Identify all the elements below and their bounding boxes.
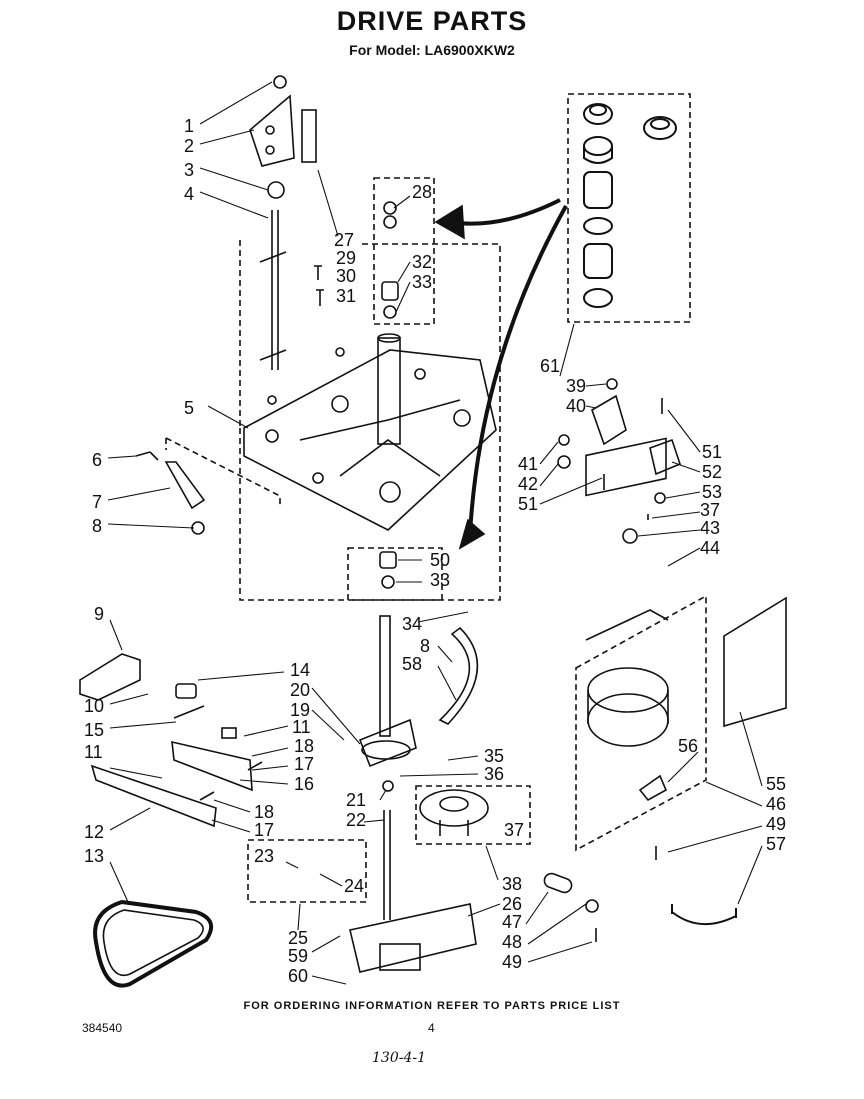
callout-58: 58 <box>402 654 422 674</box>
drive-belt-icon <box>93 899 214 988</box>
pulley-icon <box>419 789 489 836</box>
callout-18b: 18 <box>254 802 274 822</box>
callout-48: 48 <box>502 932 522 952</box>
callout-labels: 1 2 3 4 5 6 7 8 9 10 11 11 12 13 14 15 1… <box>84 116 786 986</box>
arrow-head-lower-icon <box>458 518 486 550</box>
callout-44: 44 <box>700 538 720 558</box>
callout-16: 16 <box>294 774 314 794</box>
callout-33b: 33 <box>430 570 450 590</box>
callout-50: 50 <box>430 550 450 570</box>
callout-27: 27 <box>334 230 354 250</box>
bearing-kit-icon <box>583 103 677 308</box>
callout-22: 22 <box>346 810 366 830</box>
callout-53: 53 <box>702 482 722 502</box>
capacitor-icon <box>543 872 599 913</box>
drive-motor-icon <box>585 437 669 802</box>
handwritten-note: 130-4-1 <box>372 1050 426 1066</box>
callout-18a: 18 <box>294 736 314 756</box>
callout-61: 61 <box>540 356 560 376</box>
callout-23: 23 <box>254 846 274 866</box>
ordering-info-footer: FOR ORDERING INFORMATION REFER TO PARTS … <box>243 1000 621 1012</box>
arm-58-icon <box>438 626 479 725</box>
callout-12: 12 <box>84 822 104 842</box>
page-number: 4 <box>428 1021 435 1035</box>
callout-36: 36 <box>484 764 504 784</box>
motor-clip-icon <box>671 904 737 926</box>
callout-7: 7 <box>92 492 102 512</box>
document-number: 384540 <box>82 1021 123 1035</box>
callout-13: 13 <box>84 846 104 866</box>
motor-cover-panel-icon <box>723 596 787 728</box>
base-plate-icon <box>243 333 497 531</box>
callout-1: 1 <box>184 116 194 136</box>
lower-bushing-icon <box>379 551 397 569</box>
transmission-shaft-icon <box>349 615 477 973</box>
callout-4: 4 <box>184 184 194 204</box>
callout-17b: 17 <box>254 820 274 840</box>
callout-43: 43 <box>700 518 720 538</box>
callout-26: 26 <box>502 894 522 914</box>
callout-32: 32 <box>412 252 432 272</box>
callout-28: 28 <box>412 182 432 202</box>
callout-30: 30 <box>336 266 356 286</box>
callout-56: 56 <box>678 736 698 756</box>
callout-57: 57 <box>766 834 786 854</box>
callout-55: 55 <box>766 774 786 794</box>
callout-20: 20 <box>290 680 310 700</box>
callout-24: 24 <box>344 876 364 896</box>
callout-9: 9 <box>94 604 104 624</box>
callout-21: 21 <box>346 790 366 810</box>
callout-46: 46 <box>766 794 786 814</box>
callout-52: 52 <box>702 462 722 482</box>
callout-31: 31 <box>336 286 356 306</box>
callout-5: 5 <box>184 398 194 418</box>
callout-51a: 51 <box>518 494 538 514</box>
callout-49a: 49 <box>502 952 522 972</box>
actuator-linkage-icon <box>79 653 263 828</box>
callout-37b: 37 <box>700 500 720 520</box>
callout-8b: 8 <box>420 636 430 656</box>
callout-49b: 49 <box>766 814 786 834</box>
model-subtitle: For Model: LA6900XKW2 <box>349 42 515 58</box>
arrow-head-upper-icon <box>434 204 465 240</box>
callout-47: 47 <box>502 912 522 932</box>
callout-2: 2 <box>184 136 194 156</box>
callout-41: 41 <box>518 454 538 474</box>
callout-34: 34 <box>402 614 422 634</box>
leader-lines <box>107 81 763 985</box>
callout-33a: 33 <box>412 272 432 292</box>
callout-51b: 51 <box>702 442 722 462</box>
callout-29: 29 <box>336 248 356 268</box>
callout-17a: 17 <box>294 754 314 774</box>
callout-3: 3 <box>184 160 194 180</box>
callout-40: 40 <box>566 396 586 416</box>
callout-19: 19 <box>290 700 310 720</box>
callout-15: 15 <box>84 720 104 740</box>
callout-38: 38 <box>502 874 522 894</box>
callout-10: 10 <box>84 696 104 716</box>
callout-37a: 37 <box>504 820 524 840</box>
lid-switch-linkage-icon <box>249 75 317 405</box>
callout-6: 6 <box>92 450 102 470</box>
callout-11a: 11 <box>292 717 311 737</box>
callout-25: 25 <box>288 928 308 948</box>
dashed-group-boxes <box>165 93 707 903</box>
callout-59: 59 <box>288 946 308 966</box>
callout-39: 39 <box>566 376 586 396</box>
callout-35: 35 <box>484 746 504 766</box>
callout-11b: 11 <box>84 742 103 762</box>
page-title: DRIVE PARTS <box>336 6 528 36</box>
right-brackets-icon <box>557 378 681 942</box>
callout-42: 42 <box>518 474 538 494</box>
callout-60: 60 <box>288 966 308 986</box>
callout-14: 14 <box>290 660 310 680</box>
callout-8: 8 <box>92 516 102 536</box>
